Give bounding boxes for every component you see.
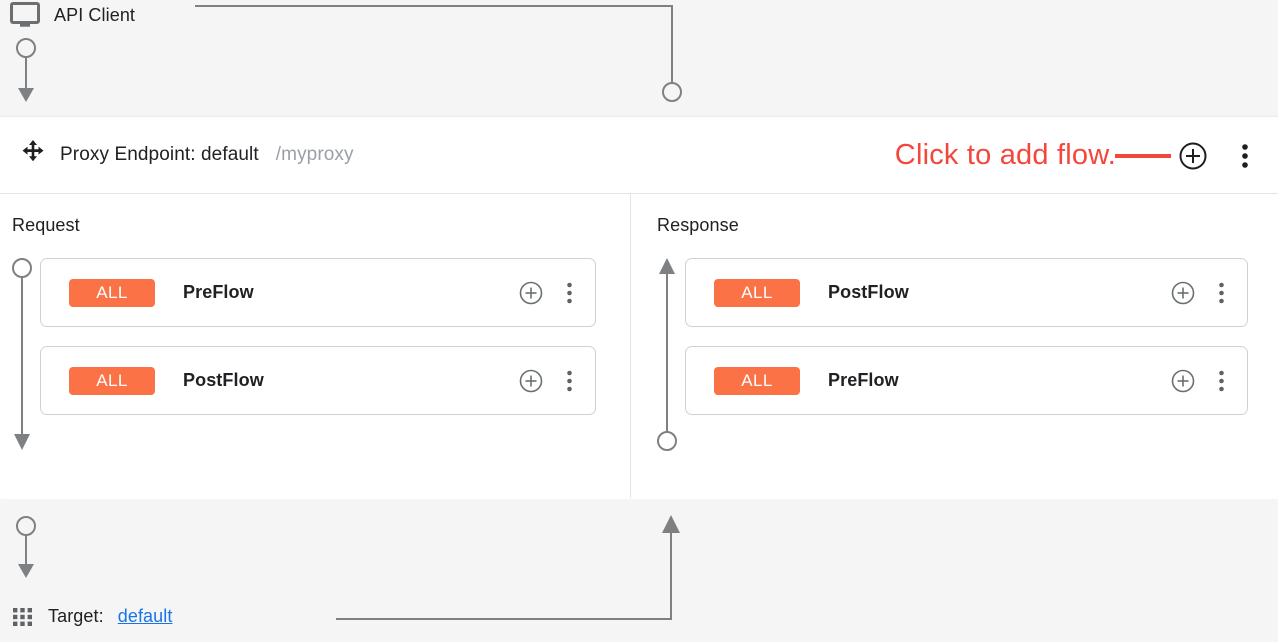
request-flow-rail: [4, 258, 40, 450]
flow-kebab-menu-icon[interactable]: [559, 281, 579, 305]
add-step-button[interactable]: [1171, 369, 1195, 393]
proxy-endpoint-header: Proxy Endpoint: default /myproxy Click t…: [0, 117, 1278, 194]
response-column: Response ALL PostFlow: [631, 194, 1278, 498]
response-flow-rail: [649, 258, 685, 451]
proxy-base-path: /myproxy: [275, 144, 354, 165]
move-icon[interactable]: [20, 139, 60, 171]
add-step-button[interactable]: [1171, 281, 1195, 305]
flow-card-actions: [519, 369, 579, 393]
add-flow-button[interactable]: [1178, 141, 1208, 171]
target-down-connector: [16, 516, 36, 578]
monitor-icon: [10, 2, 40, 28]
endpoint-kebab-menu-icon[interactable]: [1230, 139, 1260, 173]
page-title: Proxy Endpoint: default: [60, 144, 259, 165]
flow-card[interactable]: ALL PreFlow: [685, 346, 1248, 415]
flow-name: PreFlow: [828, 370, 899, 390]
flow-condition-badge: ALL: [69, 366, 155, 395]
request-column-title: Request: [12, 215, 80, 235]
response-column-title: Response: [657, 215, 739, 235]
flow-condition-badge: ALL: [714, 278, 800, 307]
flow-card-actions: [519, 281, 579, 305]
api-client-label: API Client: [54, 4, 136, 25]
client-down-connector: [16, 38, 36, 102]
flow-kebab-menu-icon[interactable]: [1211, 281, 1231, 305]
annotation-callout: Click to add flow.: [895, 139, 1172, 172]
target-label: Target:: [48, 605, 104, 626]
target-band: [0, 499, 1278, 642]
client-to-panel-connector: [195, 5, 682, 102]
annotation-text: Click to add flow.: [894, 139, 1116, 171]
flow-card[interactable]: ALL PostFlow: [685, 258, 1248, 327]
target-node[interactable]: Target: default: [12, 605, 172, 627]
flow-name: PreFlow: [183, 282, 254, 302]
target-endpoint-link[interactable]: default: [117, 605, 173, 626]
flow-name: PostFlow: [828, 282, 909, 302]
flow-kebab-menu-icon[interactable]: [559, 369, 579, 393]
proxy-endpoint-panel: Proxy Endpoint: default /myproxy Click t…: [0, 117, 1278, 499]
api-client-band: API Client: [0, 0, 1278, 117]
add-step-button[interactable]: [519, 281, 543, 305]
response-flow-list: ALL PostFlow: [685, 258, 1278, 415]
api-client-node[interactable]: API Client: [10, 2, 135, 28]
flow-columns: Request ALL PreFlow: [0, 194, 1278, 498]
header-actions: Click to add flow.: [895, 117, 1260, 194]
add-step-button[interactable]: [519, 369, 543, 393]
apps-grid-icon: [12, 605, 34, 627]
flow-name: PostFlow: [183, 370, 264, 390]
annotation-pointer-line: [1115, 153, 1171, 158]
flow-condition-badge: ALL: [69, 278, 155, 307]
flow-card[interactable]: ALL PostFlow: [40, 346, 596, 415]
flow-card-actions: [1171, 369, 1231, 393]
flow-kebab-menu-icon[interactable]: [1211, 369, 1231, 393]
request-flow-list: ALL PreFlow: [40, 258, 630, 415]
target-up-connector: [336, 515, 680, 620]
flow-condition-badge: ALL: [714, 366, 800, 395]
flow-card-actions: [1171, 281, 1231, 305]
request-column: Request ALL PreFlow: [0, 194, 631, 498]
flow-card[interactable]: ALL PreFlow: [40, 258, 596, 327]
